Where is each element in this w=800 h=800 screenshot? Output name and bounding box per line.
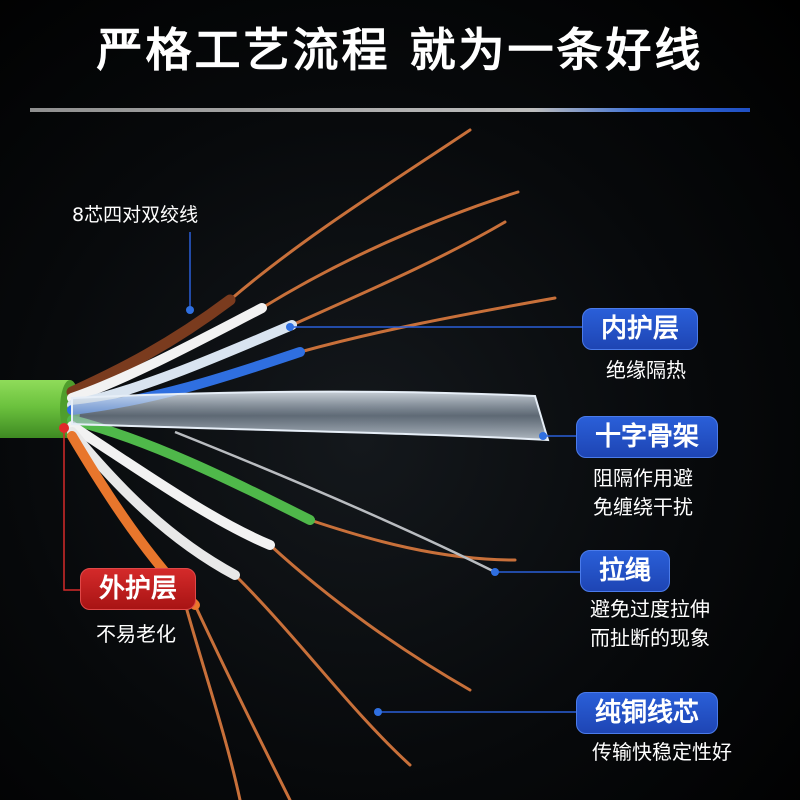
pull-cord-desc-line2: 而扯断的现象	[590, 626, 710, 650]
cross-frame	[71, 390, 550, 442]
headline-underline	[30, 108, 750, 112]
outer-sheath-desc: 不易老化	[96, 622, 176, 646]
pull-cord-desc-line1: 避免过度拉伸	[590, 597, 710, 621]
outer-sheath-tag: 外护层	[80, 568, 197, 610]
pull-cord	[174, 430, 496, 574]
callout-leaders	[63, 232, 582, 713]
cross-frame-desc-line2: 免缠绕干扰	[593, 495, 693, 519]
copper-core-tag: 纯铜线芯	[576, 692, 719, 734]
insulated-wires	[66, 294, 315, 610]
cross-frame-desc-line1: 阻隔作用避	[593, 466, 693, 490]
cross-frame-tag: 十字骨架	[576, 416, 719, 458]
headline: 严格工艺流程 就为一条好线	[96, 23, 704, 77]
pull-cord-tag: 拉绳	[580, 550, 671, 592]
copper-core-desc: 传输快稳定性好	[592, 740, 732, 764]
inner-sheath-tag: 内护层	[582, 308, 699, 350]
copper-conductors	[178, 128, 557, 800]
pairs-label: 8芯四对双绞线	[72, 204, 199, 226]
inner-sheath-desc: 绝缘隔热	[606, 358, 686, 382]
pull-cord-desc: 避免过度拉伸 而扯断的现象	[590, 595, 710, 653]
cross-frame-desc: 阻隔作用避 免缠绕干扰	[593, 464, 693, 522]
callout-dots	[59, 306, 547, 716]
